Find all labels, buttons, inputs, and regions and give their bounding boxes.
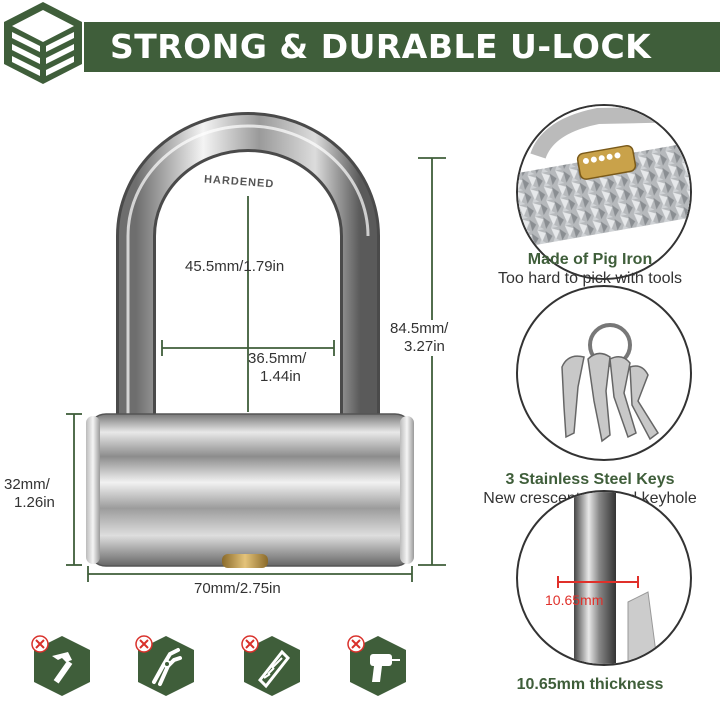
- thickness-callout: 10.65mm: [545, 592, 604, 608]
- thickness-closeup: [516, 490, 692, 666]
- feature-pig-iron-title: Made of Pig Iron: [527, 251, 653, 268]
- total-height-label: 84.5mm/ 3.27in: [390, 320, 449, 356]
- u-lock-illustration: [66, 112, 446, 582]
- pliers-icon: [135, 635, 194, 696]
- pig-iron-closeup: [516, 104, 692, 280]
- keys-icon: [561, 323, 660, 443]
- saw-icon: [241, 635, 300, 696]
- inner-height-label: 45.5mm/1.79in: [185, 258, 285, 275]
- total-height-mm: 84.5mm/: [390, 320, 449, 337]
- keys-closeup: [516, 285, 692, 461]
- shackle-closeup-icon: [557, 492, 658, 664]
- lock-body-closeup-icon: [518, 106, 690, 278]
- body-height-mm: 32mm/: [4, 476, 50, 493]
- inner-width-mm: 36.5mm/: [248, 350, 307, 367]
- hammer-icon: [31, 635, 90, 696]
- feature-keys-title: 3 Stainless Steel Keys: [505, 471, 675, 488]
- brand-logo-icon: [4, 2, 82, 84]
- header-banner: [84, 22, 720, 72]
- body-width-label: 70mm/2.75in: [194, 580, 281, 598]
- feature-pig-iron-subtitle: Too hard to pick with tools: [497, 270, 683, 287]
- feature-thickness-caption: 10.65mm thickness: [516, 676, 664, 693]
- total-height-in: 3.27in: [404, 338, 445, 355]
- drill-icon: [347, 635, 406, 696]
- body-height-label: 32mm/ 1.26in: [4, 476, 55, 512]
- inner-width-in: 1.44in: [260, 368, 301, 385]
- page-title: STRONG & DURABLE U-LOCK: [110, 27, 652, 66]
- body-height-in: 1.26in: [14, 494, 55, 511]
- inner-width-label: 36.5mm/ 1.44in: [248, 350, 306, 386]
